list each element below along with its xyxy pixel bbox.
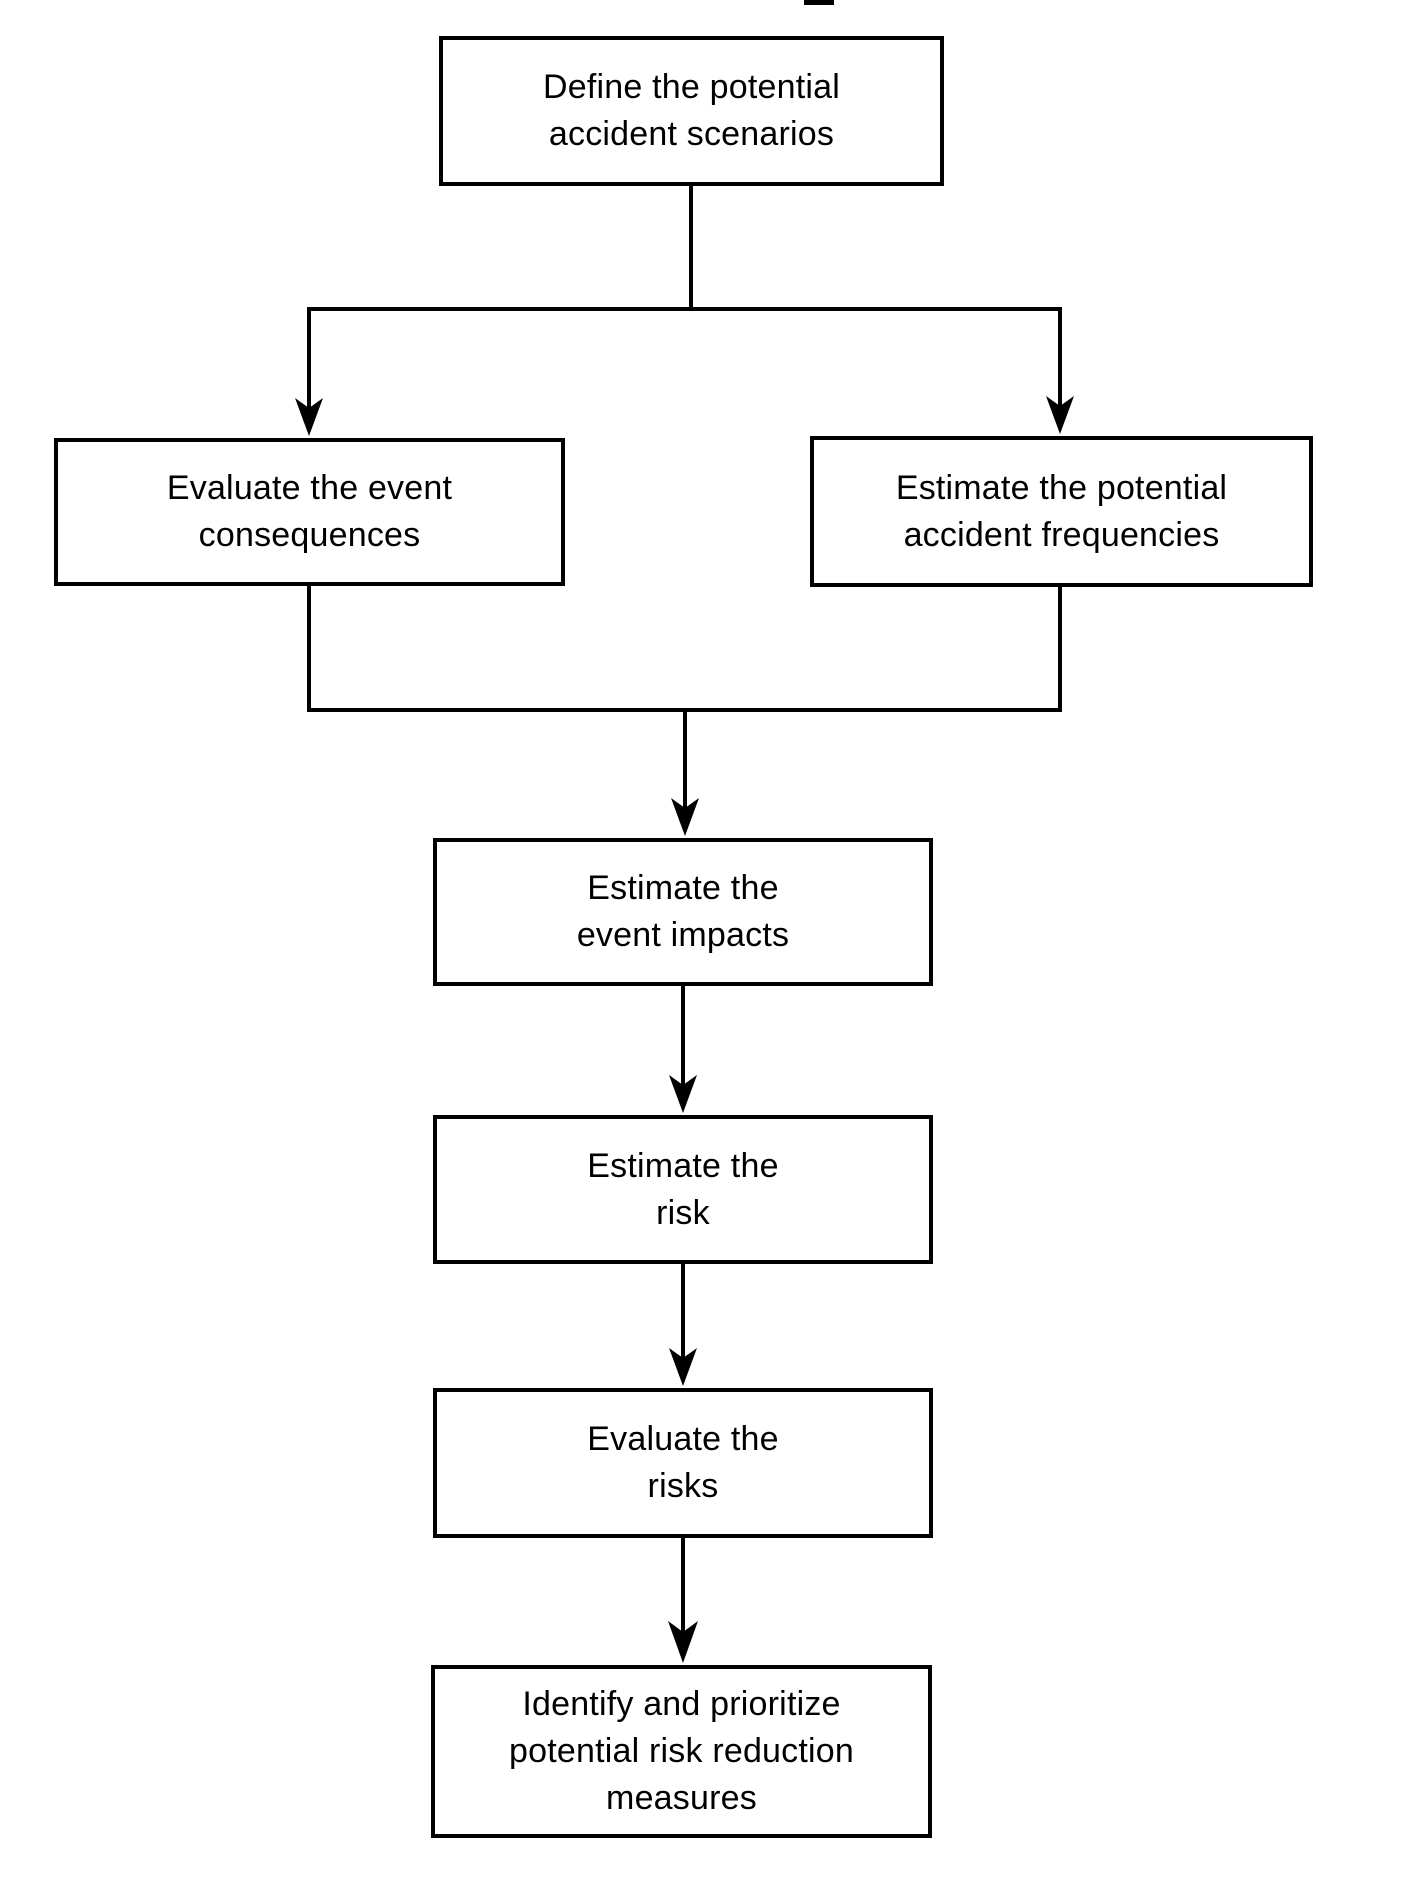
node-estimate-impacts: Estimate the event impacts (433, 838, 933, 986)
node-identify-measures: Identify and prioritize potential risk r… (431, 1665, 932, 1838)
arrowhead-to-estimate-impacts (671, 798, 699, 836)
node-estimate-frequencies: Estimate the potential accident frequenc… (810, 436, 1313, 587)
arrowhead-to-evaluate-consequences (295, 398, 323, 436)
node-label: Identify and prioritize potential risk r… (509, 1685, 854, 1817)
arrowhead-to-estimate-frequencies (1046, 396, 1074, 434)
node-evaluate-risks: Evaluate the risks (433, 1388, 933, 1538)
node-evaluate-consequences: Evaluate the event consequences (54, 438, 565, 586)
arrowhead-to-identify-measures (668, 1621, 698, 1663)
node-estimate-risk: Estimate the risk (433, 1115, 933, 1264)
node-label: Estimate the risk (587, 1146, 779, 1232)
node-define-scenarios: Define the potential accident scenarios (439, 36, 944, 186)
node-label: Estimate the potential accident frequenc… (895, 468, 1228, 554)
node-label: Evaluate the risks (587, 1420, 779, 1505)
scan-artifact (804, 0, 834, 5)
node-label: Estimate the event impacts (576, 869, 790, 954)
arrowhead-to-evaluate-risks (669, 1348, 697, 1386)
node-label: Define the potential accident scenarios (543, 68, 840, 153)
arrowhead-to-estimate-risk (669, 1075, 697, 1113)
node-label: Evaluate the event consequences (166, 469, 453, 554)
